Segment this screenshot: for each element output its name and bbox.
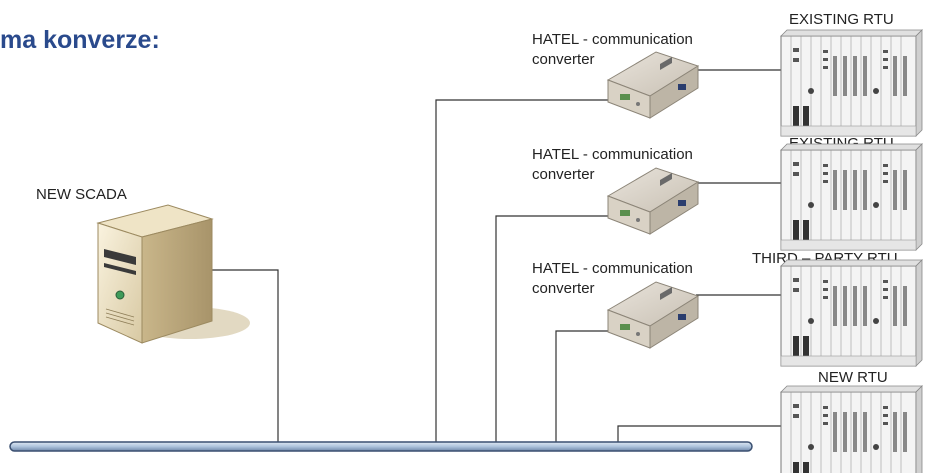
converter-label-3-line1: HATEL - communication bbox=[532, 260, 693, 277]
converter-3-link-line bbox=[555, 330, 612, 446]
converter-label-3: HATEL - communication converter bbox=[532, 259, 693, 299]
converter-label-1: HATEL - communication converter bbox=[532, 30, 693, 70]
rtu-label-4: NEW RTU bbox=[818, 369, 888, 386]
diagram-title: ma konverze: bbox=[0, 26, 160, 54]
rtu-cabinet-4 bbox=[780, 385, 923, 473]
rtu-label-1: EXISTING RTU bbox=[789, 11, 894, 28]
converter-device-1 bbox=[607, 51, 699, 119]
converter-label-1-line2: converter bbox=[532, 51, 595, 68]
converter-label-2-line1: HATEL - communication bbox=[532, 146, 693, 163]
server-icon bbox=[96, 204, 250, 344]
rtu-4-link-line bbox=[617, 425, 781, 446]
converter-2-link-line bbox=[495, 215, 612, 446]
converter-label-2: HATEL - communication converter bbox=[532, 145, 693, 185]
converter-label-3-line2: converter bbox=[532, 280, 595, 297]
server-link-line bbox=[212, 269, 279, 446]
converter-device-3 bbox=[607, 281, 699, 349]
server-label: NEW SCADA bbox=[36, 186, 127, 203]
rtu-cabinet-1 bbox=[780, 29, 923, 137]
converter-label-2-line2: converter bbox=[532, 166, 595, 183]
converter-1-link-line bbox=[435, 99, 612, 446]
converter-device-2 bbox=[607, 167, 699, 235]
connection-lines bbox=[212, 69, 781, 446]
rtu-cabinet-2 bbox=[780, 143, 923, 251]
converter-label-1-line1: HATEL - communication bbox=[532, 31, 693, 48]
rtu-cabinet-3 bbox=[780, 259, 923, 367]
network-bus bbox=[9, 441, 753, 452]
